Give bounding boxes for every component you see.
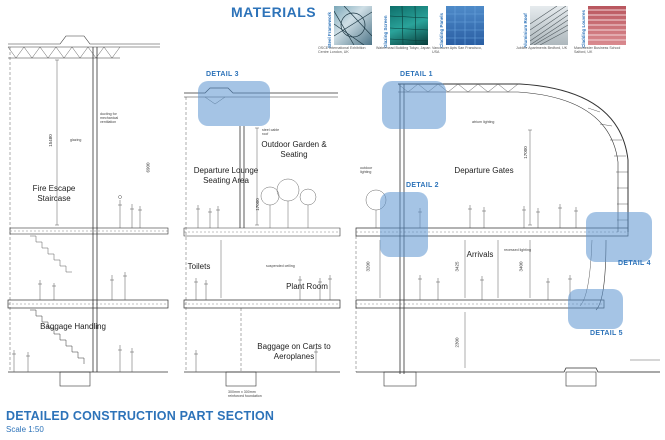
swatch-caption: Watermead Building Tokyo, Japan	[376, 46, 431, 50]
room-fire-escape: Fire Escape Staircase	[32, 184, 76, 203]
annotation-note: steel cable roof	[262, 128, 280, 137]
detail-5-label: DETAIL 5	[590, 330, 623, 337]
detail-1-highlight	[382, 81, 446, 129]
annotation-note: atrium lighting	[472, 120, 495, 124]
dimension-label: 2300	[454, 337, 460, 348]
dimension-label: 6900	[145, 162, 151, 173]
room-baggage-carts: Baggage on Carts to Aeroplanes	[257, 342, 331, 361]
glazing-screen-photo	[390, 6, 428, 45]
annotation-note: recessed lighting	[504, 248, 531, 252]
swatch-label: Steel Framework	[327, 11, 332, 48]
swatch-caption: Vancouver Apts San Francisco, USA	[432, 46, 482, 55]
dimension-label: 3400	[518, 261, 524, 272]
dimension-label: 15480	[47, 134, 53, 147]
room-toilets: Toilets	[187, 262, 211, 271]
detail-4-label: DETAIL 4	[618, 260, 651, 267]
annotation-note: ducting for mechanical ventilation	[100, 112, 119, 125]
annotation-note: glazing	[70, 138, 82, 142]
swatch-caption: OSCE International Exhibition Centre Lon…	[318, 46, 366, 55]
aluminium-roof-photo	[530, 6, 568, 45]
dimension-label: 3200	[365, 261, 371, 272]
swatch-label: Glazing Screen	[383, 15, 388, 48]
detail-1-label: DETAIL 1	[400, 71, 433, 78]
swatch-label: Aluminium Roof	[523, 13, 528, 48]
dimension-label: 3425	[454, 261, 460, 272]
detail-4-highlight	[586, 212, 652, 262]
detail-5-highlight	[568, 289, 623, 329]
materials-title: MATERIALS	[231, 4, 317, 20]
steel-framework-photo	[334, 6, 372, 45]
swatch-caption: Jubilee Apartments Bedford, UK	[516, 46, 568, 50]
room-outdoor-garden: Outdoor Garden & Seating	[261, 140, 327, 159]
detail-3-highlight	[198, 81, 270, 126]
dimension-label: 17000	[522, 146, 528, 159]
swatch-label: Cladding Panels	[439, 12, 444, 48]
room-arrivals: Arrivals	[466, 250, 494, 259]
drawing-scale: Scale 1:50	[6, 425, 44, 434]
swatch-caption: Manchester Business School Salford, UK	[574, 46, 621, 55]
annotation-note: outdoor lighting	[360, 166, 373, 175]
detail-3-label: DETAIL 3	[206, 71, 239, 78]
detail-2-label: DETAIL 2	[406, 182, 439, 189]
annotation-note: 300mm x 300mm reinforced foundation	[228, 390, 262, 399]
annotation-note: suspended ceiling	[266, 264, 295, 268]
room-plant: Plant Room	[286, 282, 328, 291]
detail-2-highlight	[380, 192, 428, 257]
cladding-louvres-photo	[588, 6, 626, 45]
dimension-label: 17000	[254, 198, 260, 211]
swatch-label: Cladding Louvres	[581, 9, 586, 48]
room-departure-gates: Departure Gates	[454, 166, 514, 175]
cladding-panels-photo	[446, 6, 484, 45]
drawing-title: DETAILED CONSTRUCTION PART SECTION	[6, 409, 275, 423]
room-baggage-handling: Baggage Handling	[40, 322, 106, 331]
room-departure-lounge: Departure Lounge Seating Area	[193, 166, 259, 185]
